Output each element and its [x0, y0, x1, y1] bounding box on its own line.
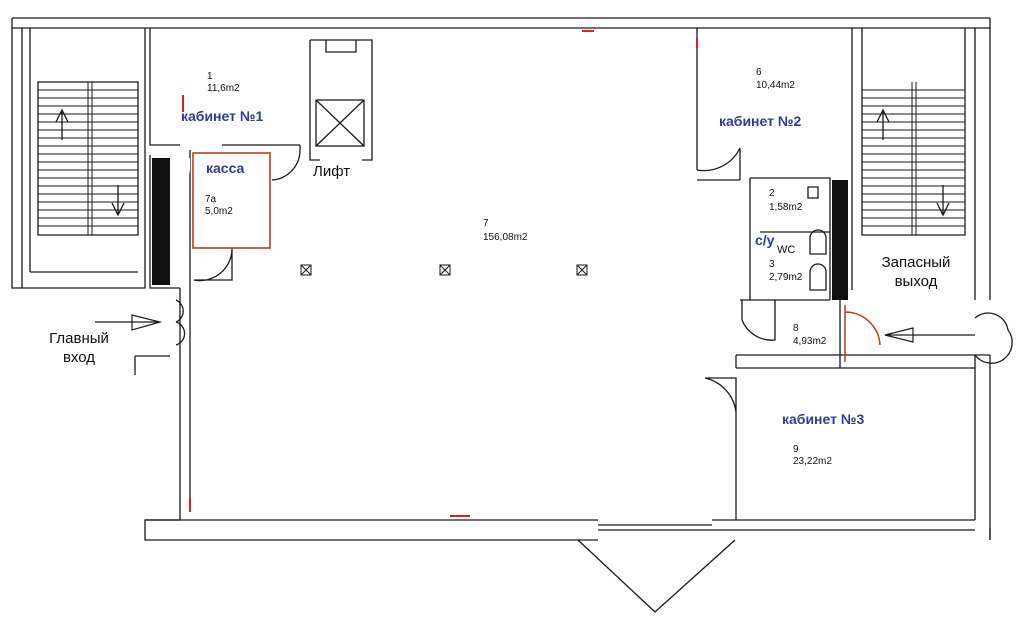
room-8-number: 8	[793, 323, 799, 334]
room-1-number: 1	[207, 71, 213, 82]
kassa-door	[193, 247, 233, 282]
room-1-walls	[149, 28, 300, 146]
stair-arrow-down	[111, 185, 125, 217]
bottom-entry-bay	[598, 524, 712, 531]
wc-fixture-2	[809, 229, 827, 255]
top-wall	[12, 17, 990, 29]
room-8-door-accent	[844, 305, 881, 362]
left-stairwell	[21, 28, 146, 289]
wall-wedge-right	[832, 180, 848, 300]
bottom-triangle	[577, 539, 736, 613]
stair-arrow-up	[55, 108, 69, 140]
room-3-wc: WC	[777, 244, 796, 256]
room-6-walls	[696, 28, 741, 181]
room-2-number: 2	[769, 188, 775, 199]
room-2-area: 1,58m2	[769, 202, 803, 213]
room-6-name: кабинет №2	[719, 113, 802, 129]
emergency-exit-door	[974, 312, 1013, 364]
room-7-number: 7	[483, 218, 489, 229]
main-entrance-label-1: Главный	[49, 330, 109, 347]
wc-fixture-1	[807, 186, 819, 199]
right-wall	[974, 28, 991, 540]
right-stairwell	[851, 28, 966, 290]
entrance-door	[175, 299, 186, 346]
lift-door	[271, 145, 301, 181]
kassa-room	[192, 152, 271, 249]
toilet-walls	[740, 177, 831, 320]
room-7-area: 156,08m2	[483, 232, 528, 243]
emergency-exit-label-2: выход	[894, 273, 938, 290]
room-9-door	[704, 377, 737, 520]
left-stair-steps	[38, 82, 138, 235]
room-6-number: 6	[756, 67, 762, 78]
room-9-name: кабинет №3	[782, 411, 865, 427]
room-7a-name: касса	[206, 160, 245, 176]
fixture-icon	[576, 264, 588, 276]
fixture-icon	[300, 264, 312, 276]
room-8-walls	[736, 300, 990, 369]
room-9-area: 23,22m2	[793, 456, 832, 467]
room-6-area: 10,44m2	[756, 80, 795, 91]
lift-label: Лифт	[313, 163, 351, 180]
emergency-exit-label-1: Запасный	[881, 254, 951, 271]
room-1-area: 11,6m2	[207, 83, 240, 94]
lift-shaft	[309, 39, 373, 161]
room-7a-number: 7а	[205, 194, 217, 205]
ceiling-fixtures	[300, 264, 588, 276]
fixture-icon	[439, 264, 451, 276]
main-entrance-label-2: вход	[62, 349, 96, 366]
room-9-number: 9	[793, 444, 799, 455]
room-3-area: 2,79m2	[769, 272, 803, 283]
wall-wedge-left	[152, 158, 170, 285]
right-stair-steps	[862, 82, 965, 235]
room-8-area: 4,93m2	[793, 336, 827, 347]
room-3-name: с/у	[755, 232, 775, 248]
room-1-name: кабинет №1	[181, 108, 264, 124]
room-3-number: 3	[769, 259, 775, 270]
exit-arrow-icon	[884, 327, 975, 343]
entrance-arrow-icon	[95, 314, 163, 331]
wc-fixture-3	[809, 263, 827, 291]
bottom-wall	[145, 500, 991, 540]
room-7a-area: 5,0m2	[205, 206, 233, 217]
